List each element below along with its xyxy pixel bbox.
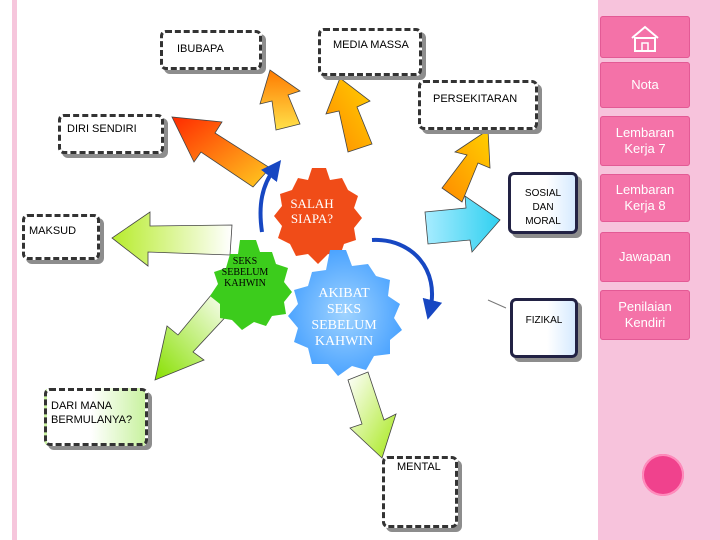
node-label: DARI MANA BERMULANYA? xyxy=(51,400,133,426)
node-maksud: MAKSUD xyxy=(22,214,100,260)
arrow-to-media-massa xyxy=(325,77,373,153)
left-decor-rule xyxy=(12,0,17,540)
button-label: Jawapan xyxy=(618,249,672,264)
home-icon xyxy=(631,25,659,52)
arrow-to-persekitaran xyxy=(441,129,491,203)
node-dari-mana-bermulanya: DARI MANA BERMULANYA? xyxy=(44,388,148,446)
curved-arrow-right xyxy=(371,237,443,320)
arrow-to-mental xyxy=(347,371,397,459)
gear-label-salah-siapa: SALAH SIAPA? xyxy=(290,196,334,226)
arrow-to-dari-mana xyxy=(154,293,233,381)
gear-label-seks-sebelum-kahwin: SEKS SEBELUM KAHWIN xyxy=(221,256,269,289)
home-button[interactable] xyxy=(600,16,690,58)
node-label: MENTAL xyxy=(397,461,441,473)
arrow-to-sosial-moral xyxy=(424,195,501,253)
arrow-to-diri-sendiri xyxy=(171,116,271,188)
arrow-to-ibubapa xyxy=(259,69,301,131)
node-label: MEDIA MASSA xyxy=(333,39,409,51)
arrow-to-maksud xyxy=(111,211,233,267)
action-circle-button[interactable] xyxy=(642,454,684,496)
node-sosial-dan-moral: SOSIAL DAN MORAL xyxy=(508,172,578,234)
button-label: Lembaran Kerja 7 xyxy=(615,125,675,156)
nota-button[interactable]: Nota xyxy=(600,62,690,108)
jawapan-button[interactable]: Jawapan xyxy=(600,232,690,282)
curved-arrow-upper xyxy=(258,160,282,233)
gear-salah-siapa xyxy=(274,168,362,264)
button-label: Penilaian Kendiri xyxy=(618,299,672,330)
lembaran-kerja-7-button[interactable]: Lembaran Kerja 7 xyxy=(600,116,690,166)
node-persekitaran: PERSEKITARAN xyxy=(418,80,538,130)
gear-seks-sebelum-kahwin xyxy=(210,240,292,330)
node-label: SOSIAL DAN MORAL xyxy=(524,188,562,227)
gear-label-akibat: AKIBAT SEKS SEBELUM KAHWIN xyxy=(311,286,377,349)
node-label: IBUBAPA xyxy=(177,43,224,55)
button-label: Nota xyxy=(631,77,659,92)
penilaian-kendiri-button[interactable]: Penilaian Kendiri xyxy=(600,290,690,340)
button-label: Lembaran Kerja 8 xyxy=(615,182,675,213)
node-label: MAKSUD xyxy=(29,225,77,237)
node-ibubapa: IBUBAPA xyxy=(160,30,262,70)
arrow-to-fizikal xyxy=(487,299,507,309)
node-diri-sendiri: DIRI SENDIRI xyxy=(58,114,164,154)
node-fizikal: FIZIKAL xyxy=(510,298,578,358)
node-label: FIZIKAL xyxy=(525,315,563,326)
node-label: DIRI SENDIRI xyxy=(67,123,137,135)
gear-akibat xyxy=(288,250,402,376)
lembaran-kerja-8-button[interactable]: Lembaran Kerja 8 xyxy=(600,174,690,222)
node-mental: MENTAL xyxy=(382,456,458,528)
node-media-massa: MEDIA MASSA xyxy=(318,28,422,76)
node-label: PERSEKITARAN xyxy=(433,93,518,105)
